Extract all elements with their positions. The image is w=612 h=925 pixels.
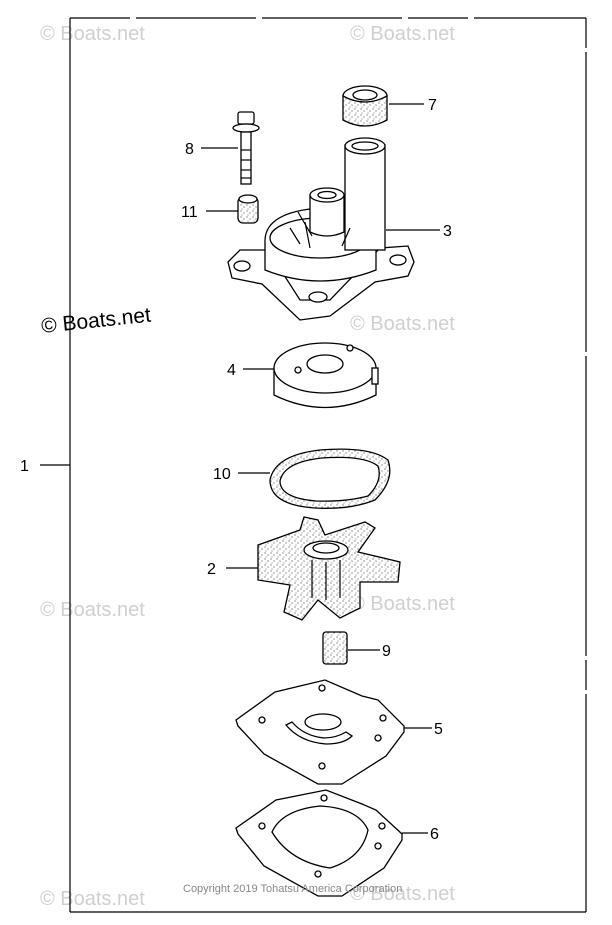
part-10-gasket bbox=[238, 448, 391, 509]
copyright-notice: Copyright 2019 Tohatsu America Corporati… bbox=[183, 883, 402, 895]
watermark: © Boats.net bbox=[350, 593, 455, 615]
watermark: © Boats.net bbox=[40, 599, 145, 621]
callout-11: 11 bbox=[181, 204, 198, 221]
watermark: © Boats.net bbox=[40, 23, 145, 45]
watermark: © Boats.net bbox=[350, 883, 455, 905]
callout-5: 5 bbox=[434, 721, 443, 738]
part-8-bolt bbox=[201, 111, 260, 185]
callout-6: 6 bbox=[430, 826, 439, 843]
part-11-bushing bbox=[206, 194, 259, 224]
part-6-gasket bbox=[235, 789, 428, 897]
watermark: © Boats.net bbox=[40, 888, 145, 910]
part-3-pump-housing bbox=[227, 137, 440, 321]
watermark-strong: © Boats.net bbox=[40, 304, 152, 338]
callout-1: 1 bbox=[20, 458, 29, 475]
callout-2: 2 bbox=[207, 561, 216, 578]
callout-7: 7 bbox=[428, 97, 437, 114]
callout-9: 9 bbox=[382, 643, 391, 660]
part-2-impeller bbox=[226, 516, 401, 621]
part-9-key bbox=[322, 631, 380, 665]
watermark: © Boats.net bbox=[350, 23, 455, 45]
callouts: 1 2 3 4 5 6 7 8 9 10 11 bbox=[20, 97, 452, 843]
callout-4: 4 bbox=[227, 362, 236, 379]
callout-10: 10 bbox=[213, 466, 231, 483]
watermarks: © Boats.net © Boats.net © Boats.net © Bo… bbox=[40, 23, 455, 910]
part-5-wear-plate bbox=[235, 679, 432, 785]
watermark: © Boats.net bbox=[350, 313, 455, 335]
callout-3: 3 bbox=[443, 223, 452, 240]
part-7-grommet bbox=[342, 85, 424, 127]
kit-bracket bbox=[40, 17, 587, 913]
callout-8: 8 bbox=[185, 141, 194, 158]
part-4-insert-cartridge bbox=[243, 342, 379, 409]
